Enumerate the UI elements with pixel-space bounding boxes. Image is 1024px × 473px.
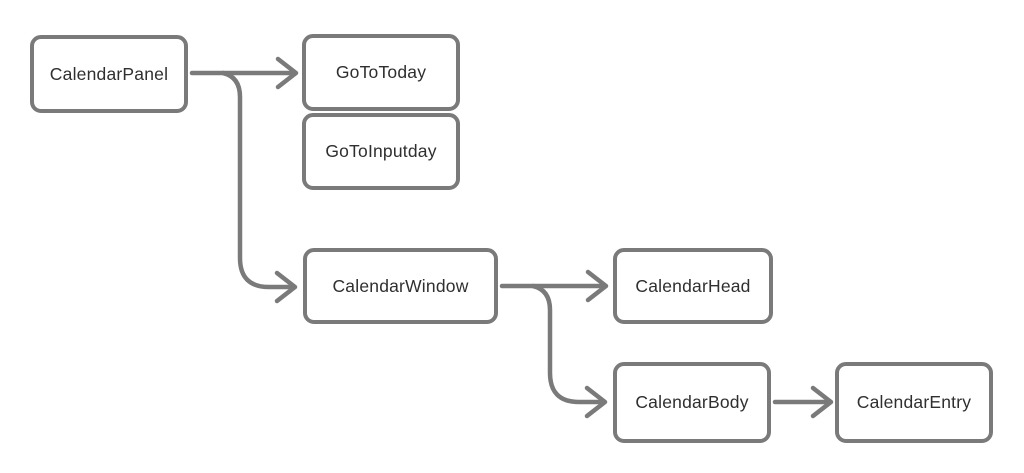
edge-calendarbody-calendarentry [772, 385, 834, 419]
node-calendar-entry-label: CalendarEntry [856, 392, 972, 412]
edge-calendarpanel-calendarwindow [220, 70, 298, 304]
node-calendar-head-label: CalendarHead [635, 275, 751, 296]
arrowhead-icon [275, 56, 299, 90]
node-calendar-body: CalendarBody [613, 362, 771, 443]
edge-calendarwindow-calendarbody [530, 283, 608, 419]
node-calendar-body-label: CalendarBody [635, 392, 749, 412]
edge-calendarwindow-calendarhead [499, 269, 609, 303]
arrowhead-icon [584, 385, 608, 419]
arrowhead-icon [810, 385, 834, 419]
node-calendar-head: CalendarHead [613, 248, 773, 324]
node-calendar-panel: CalendarPanel [30, 35, 188, 113]
node-calendar-window-label: CalendarWindow [332, 275, 469, 296]
node-go-to-today-label: GoToToday [335, 62, 427, 82]
node-go-to-inputday-label: GoToInputday [325, 141, 437, 161]
arrowhead-icon [585, 269, 609, 303]
node-go-to-today: GoToToday [302, 34, 460, 111]
edge-calendarpanel-gototoday [189, 56, 299, 90]
node-calendar-entry: CalendarEntry [835, 362, 993, 443]
node-calendar-window: CalendarWindow [303, 248, 498, 324]
arrowhead-icon [274, 270, 298, 304]
node-calendar-panel-label: CalendarPanel [49, 63, 169, 84]
node-go-to-inputday: GoToInputday [302, 113, 460, 190]
